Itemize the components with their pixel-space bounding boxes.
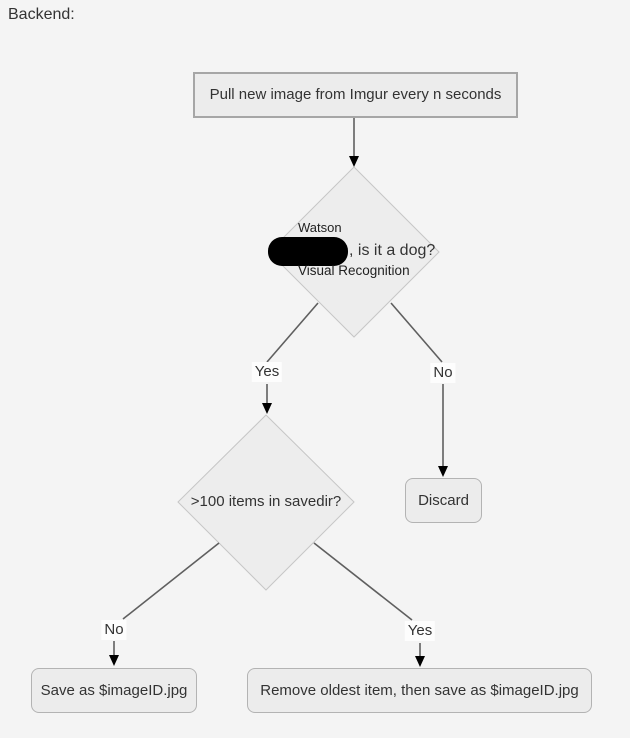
savedir-question-text: >100 items in savedir? — [190, 493, 342, 510]
edge-label-savedir-no: No — [101, 620, 127, 640]
redaction-blob — [268, 237, 348, 266]
arrowhead-savedir — [262, 403, 272, 414]
edge-label-watson-no: No — [430, 363, 456, 383]
connector-savedir-no — [122, 542, 220, 620]
node-remove-oldest: Remove oldest item, then save as $imageI… — [247, 668, 592, 713]
decision-diamond-savedir — [177, 414, 355, 591]
page-title: Backend: — [8, 6, 75, 23]
edge-label-savedir-yes: Yes — [404, 621, 436, 641]
watson-question-text: , is it a dog? — [349, 242, 436, 259]
connector-savedir-yes — [313, 542, 413, 621]
watson-label-line1: Watson — [298, 220, 342, 235]
connector-watson-no — [390, 302, 443, 363]
arrowhead-watson — [349, 156, 359, 167]
connector-watson-yes — [266, 302, 319, 363]
decision-diamond-watson — [268, 166, 440, 338]
node-pull-image: Pull new image from Imgur every n second… — [193, 72, 518, 118]
edge-label-watson-yes: Yes — [251, 362, 283, 382]
arrowhead-save — [109, 655, 119, 666]
watson-label-line3: Visual Recognition — [298, 263, 410, 278]
arrowhead-remove — [415, 656, 425, 667]
node-discard: Discard — [405, 478, 482, 523]
arrowhead-discard — [438, 466, 448, 477]
node-save-image: Save as $imageID.jpg — [31, 668, 197, 713]
